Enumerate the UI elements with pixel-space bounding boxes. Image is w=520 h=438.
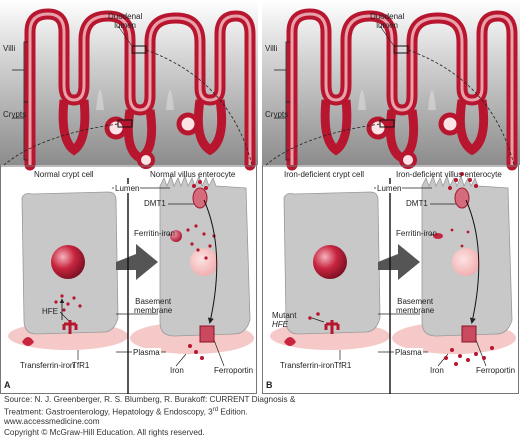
panel-b-crypts-label: Crypts [265, 110, 289, 119]
panel-a-duodenal-lumen-label: Duodenal lumen [108, 12, 143, 30]
panel-a-basement-membrane-label: Basement membrane [134, 297, 173, 315]
panel-a-villus-cell-label: Normal villus enterocyte [150, 170, 236, 179]
panel-a-transferrin-iron-label: Transferrin-iron [20, 361, 75, 370]
panel-a-ferroportin-label: Ferroportin [214, 366, 254, 375]
panel-b-iron-label: Iron [430, 366, 444, 375]
panel-b-lumen-label: Lumen [376, 184, 403, 193]
panel-a-letter: A [4, 380, 11, 390]
panel-b-basement-membrane-label: Basement membrane [396, 297, 435, 315]
panel-b-ferritin-iron-label: Ferritin-iron [396, 229, 437, 238]
panel-b-tfr1-label: TfR1 [334, 361, 352, 370]
source-line-2: Treatment: Gastroenterology, Hepatology … [4, 407, 248, 417]
panel-b-villi-label: Villi [265, 44, 278, 53]
panel-a-crypts-label: Crypts [3, 110, 27, 119]
panel-a-crypt-cell-label: Normal crypt cell [34, 170, 94, 179]
panel-a-hfe-label: HFE [42, 307, 58, 316]
panel-b-ferroportin-label: Ferroportin [476, 366, 516, 375]
panel-b-hfe-label: HFE [272, 320, 288, 329]
panel-a-ferritin-iron-label: Ferritin-iron [134, 229, 175, 238]
panel-a-villi-label: Villi [3, 44, 16, 53]
panel-b-plasma-label: Plasma [394, 348, 423, 357]
panel-b-letter: B [266, 380, 273, 390]
panel-b-transferrin-iron-label: Transferrin-iron [280, 361, 335, 370]
panel-b-mutant-label: Mutant [272, 311, 297, 320]
copyright-line: Copyright © McGraw-Hill Education. All r… [4, 428, 205, 437]
panel-b-dmt1-label: DMT1 [406, 199, 428, 208]
panel-a [0, 0, 258, 394]
panel-a-tfr1-label: TfR1 [72, 361, 90, 370]
panel-a-lumen-label: Lumen [114, 184, 141, 193]
panel-a-dmt1-label: DMT1 [144, 199, 166, 208]
source-line-1: Source: N. J. Greenberger, R. S. Blumber… [4, 395, 296, 404]
panel-b [262, 0, 520, 394]
source-url[interactable]: www.accessmedicine.com [4, 417, 100, 426]
panel-b-villus-cell-label: Iron-deficient villus enterocyte [396, 170, 502, 179]
panel-a-iron-label: Iron [170, 366, 184, 375]
panel-a-plasma-label: Plasma [132, 348, 161, 357]
panel-b-crypt-cell-label: Iron-deficient crypt cell [284, 170, 365, 179]
panel-b-duodenal-lumen-label: Duodenal lumen [370, 12, 405, 30]
